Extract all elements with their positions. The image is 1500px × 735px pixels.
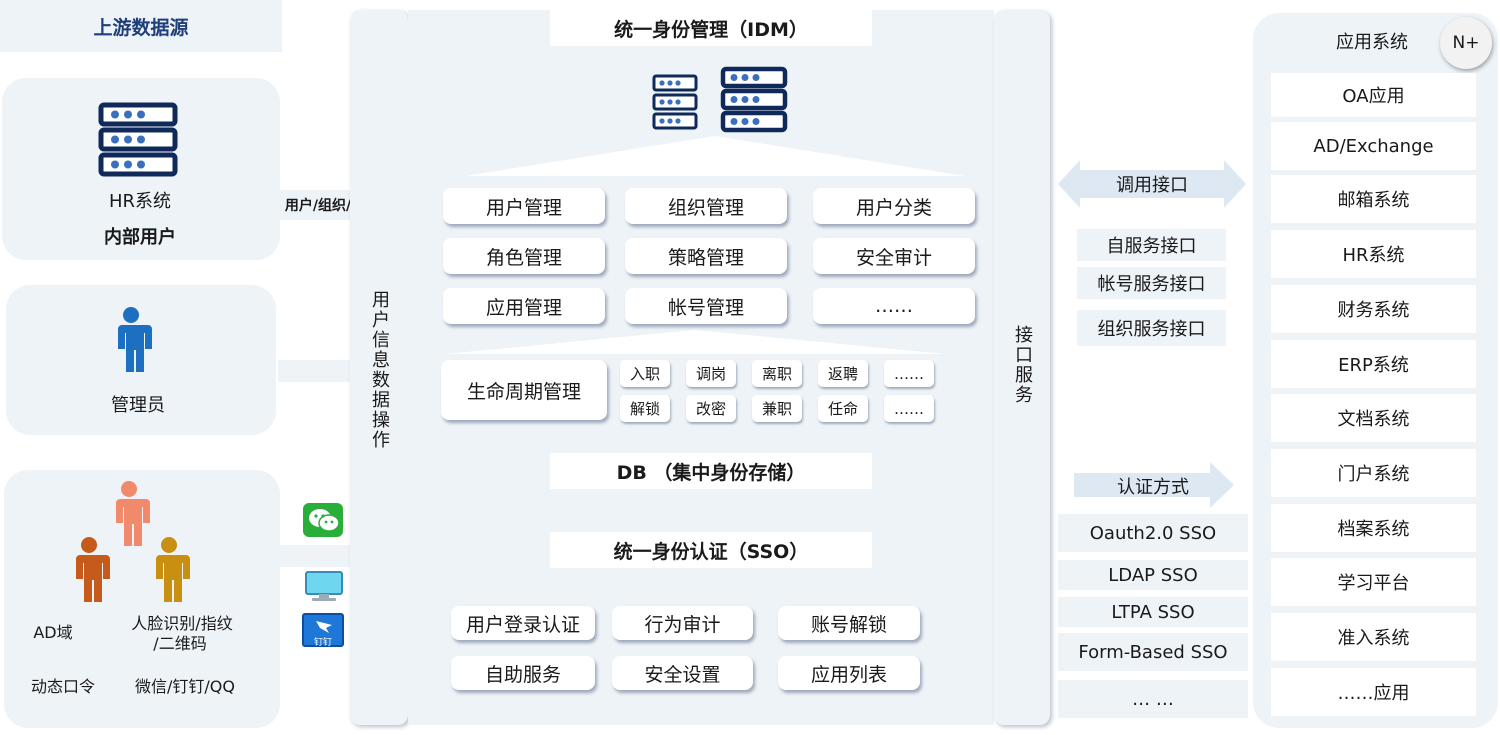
- app-learning[interactable]: 学习平台: [1271, 558, 1476, 606]
- app-portal[interactable]: 门户系统: [1271, 449, 1476, 497]
- hr-system-label: HR系统: [108, 191, 172, 212]
- module-security-audit[interactable]: 安全审计: [813, 238, 975, 274]
- call-interface-arrow: [1058, 160, 1246, 208]
- app-more[interactable]: ……应用: [1271, 668, 1476, 716]
- db-storage-title: DB （集中身份存储）: [550, 453, 872, 489]
- upstream-title-box: [0, 0, 282, 52]
- person-orange-icon: [72, 537, 110, 602]
- org-service-interface: 组织服务接口: [1077, 310, 1226, 346]
- lifecycle-more-2[interactable]: ……: [884, 395, 934, 422]
- wechat-icon: [303, 503, 343, 537]
- idm-fan-background: [465, 136, 965, 176]
- lifecycle-change-password[interactable]: 改密: [686, 395, 736, 422]
- sso-behavior-audit[interactable]: 行为审计: [612, 606, 753, 640]
- auth-ldap-sso: LDAP SSO: [1058, 560, 1248, 590]
- auth-method-arrow: [1074, 462, 1234, 508]
- internal-users-label: 内部用户: [104, 227, 176, 248]
- module-more[interactable]: ……: [813, 288, 975, 324]
- admin-label: 管理员: [111, 395, 165, 416]
- dingtalk-icon: 钉钉: [302, 613, 344, 648]
- person-gold-icon: [152, 537, 190, 602]
- auth-oauth2-sso: Oauth2.0 SSO: [1058, 514, 1248, 552]
- person-salmon-icon: [112, 481, 150, 546]
- self-service-interface: 自服务接口: [1077, 229, 1226, 261]
- app-document[interactable]: 文档系统: [1271, 394, 1476, 442]
- sso-user-login[interactable]: 用户登录认证: [451, 606, 595, 640]
- lifecycle-part-time[interactable]: 兼职: [752, 395, 802, 422]
- idm-title: 统一身份管理（IDM）: [550, 10, 872, 46]
- user-data-ops-bar: [350, 10, 408, 725]
- apps-title: 应用系统: [1336, 32, 1408, 53]
- lifecycle-transfer[interactable]: 调岗: [686, 360, 736, 387]
- dynamic-token-label: 动态口令: [30, 677, 95, 696]
- module-policy-management[interactable]: 策略管理: [625, 238, 787, 274]
- sso-account-unlock[interactable]: 账号解锁: [778, 606, 920, 640]
- app-mail[interactable]: 邮箱系统: [1271, 175, 1476, 223]
- lifecycle-appoint[interactable]: 任命: [818, 395, 868, 422]
- lifecycle-resign[interactable]: 离职: [752, 360, 802, 387]
- sso-app-list[interactable]: 应用列表: [778, 656, 920, 690]
- idm-server-icon-large: [720, 66, 788, 133]
- dingtalk-text: 钉钉: [313, 637, 332, 648]
- interface-service-label: 接口服务: [1012, 325, 1033, 405]
- sso-self-service[interactable]: 自助服务: [451, 656, 595, 690]
- server-icon: [98, 102, 178, 177]
- auth-form-based-sso: Form-Based SSO: [1058, 633, 1248, 671]
- app-finance[interactable]: 财务系统: [1271, 285, 1476, 333]
- admin-person-icon: [114, 307, 152, 372]
- face-recognition-label-2: /二维码: [153, 634, 207, 653]
- lifecycle-fan-background: [445, 330, 945, 354]
- sso-security-settings[interactable]: 安全设置: [612, 656, 753, 690]
- auth-ltpa-sso: LTPA SSO: [1058, 597, 1248, 627]
- lifecycle-rehire[interactable]: 返聘: [818, 360, 868, 387]
- apps-badge: N+: [1440, 17, 1492, 69]
- lifecycle-unlock[interactable]: 解锁: [620, 395, 670, 422]
- lifecycle-more-1[interactable]: ……: [884, 360, 934, 387]
- app-access-control[interactable]: 准入系统: [1271, 613, 1476, 661]
- module-user-classification[interactable]: 用户分类: [813, 188, 975, 224]
- flow-band-top: [280, 190, 350, 220]
- flow-band-bottom: [280, 545, 350, 567]
- app-oa[interactable]: OA应用: [1271, 73, 1476, 117]
- computer-icon: [305, 571, 343, 601]
- social-login-label: 微信/钉钉/QQ: [135, 677, 235, 696]
- module-account-management[interactable]: 帐号管理: [625, 288, 787, 324]
- module-org-management[interactable]: 组织管理: [625, 188, 787, 224]
- sso-title: 统一身份认证（SSO）: [550, 532, 872, 568]
- face-recognition-label: 人脸识别/指纹: [131, 614, 233, 633]
- lifecycle-onboard[interactable]: 入职: [620, 360, 670, 387]
- app-erp[interactable]: ERP系统: [1271, 340, 1476, 388]
- auth-method-label: 认证方式: [1117, 477, 1189, 498]
- call-interface-label: 调用接口: [1116, 175, 1188, 196]
- app-ad-exchange[interactable]: AD/Exchange: [1271, 122, 1476, 170]
- upstream-title: 上游数据源: [93, 16, 189, 39]
- flow-band-middle: [278, 360, 350, 382]
- interface-service-bar: [994, 10, 1050, 725]
- module-app-management[interactable]: 应用管理: [443, 288, 605, 324]
- app-hr[interactable]: HR系统: [1271, 230, 1476, 278]
- account-service-interface: 帐号服务接口: [1077, 267, 1226, 299]
- auth-more: … …: [1058, 680, 1248, 718]
- module-role-management[interactable]: 角色管理: [443, 238, 605, 274]
- user-data-ops-label: 用户信息数据操作: [369, 290, 390, 450]
- module-user-management[interactable]: 用户管理: [443, 188, 605, 224]
- ad-domain-label: AD域: [33, 623, 73, 642]
- app-archive[interactable]: 档案系统: [1271, 504, 1476, 552]
- idm-server-icon-small: [652, 74, 698, 130]
- lifecycle-management[interactable]: 生命周期管理: [441, 360, 607, 420]
